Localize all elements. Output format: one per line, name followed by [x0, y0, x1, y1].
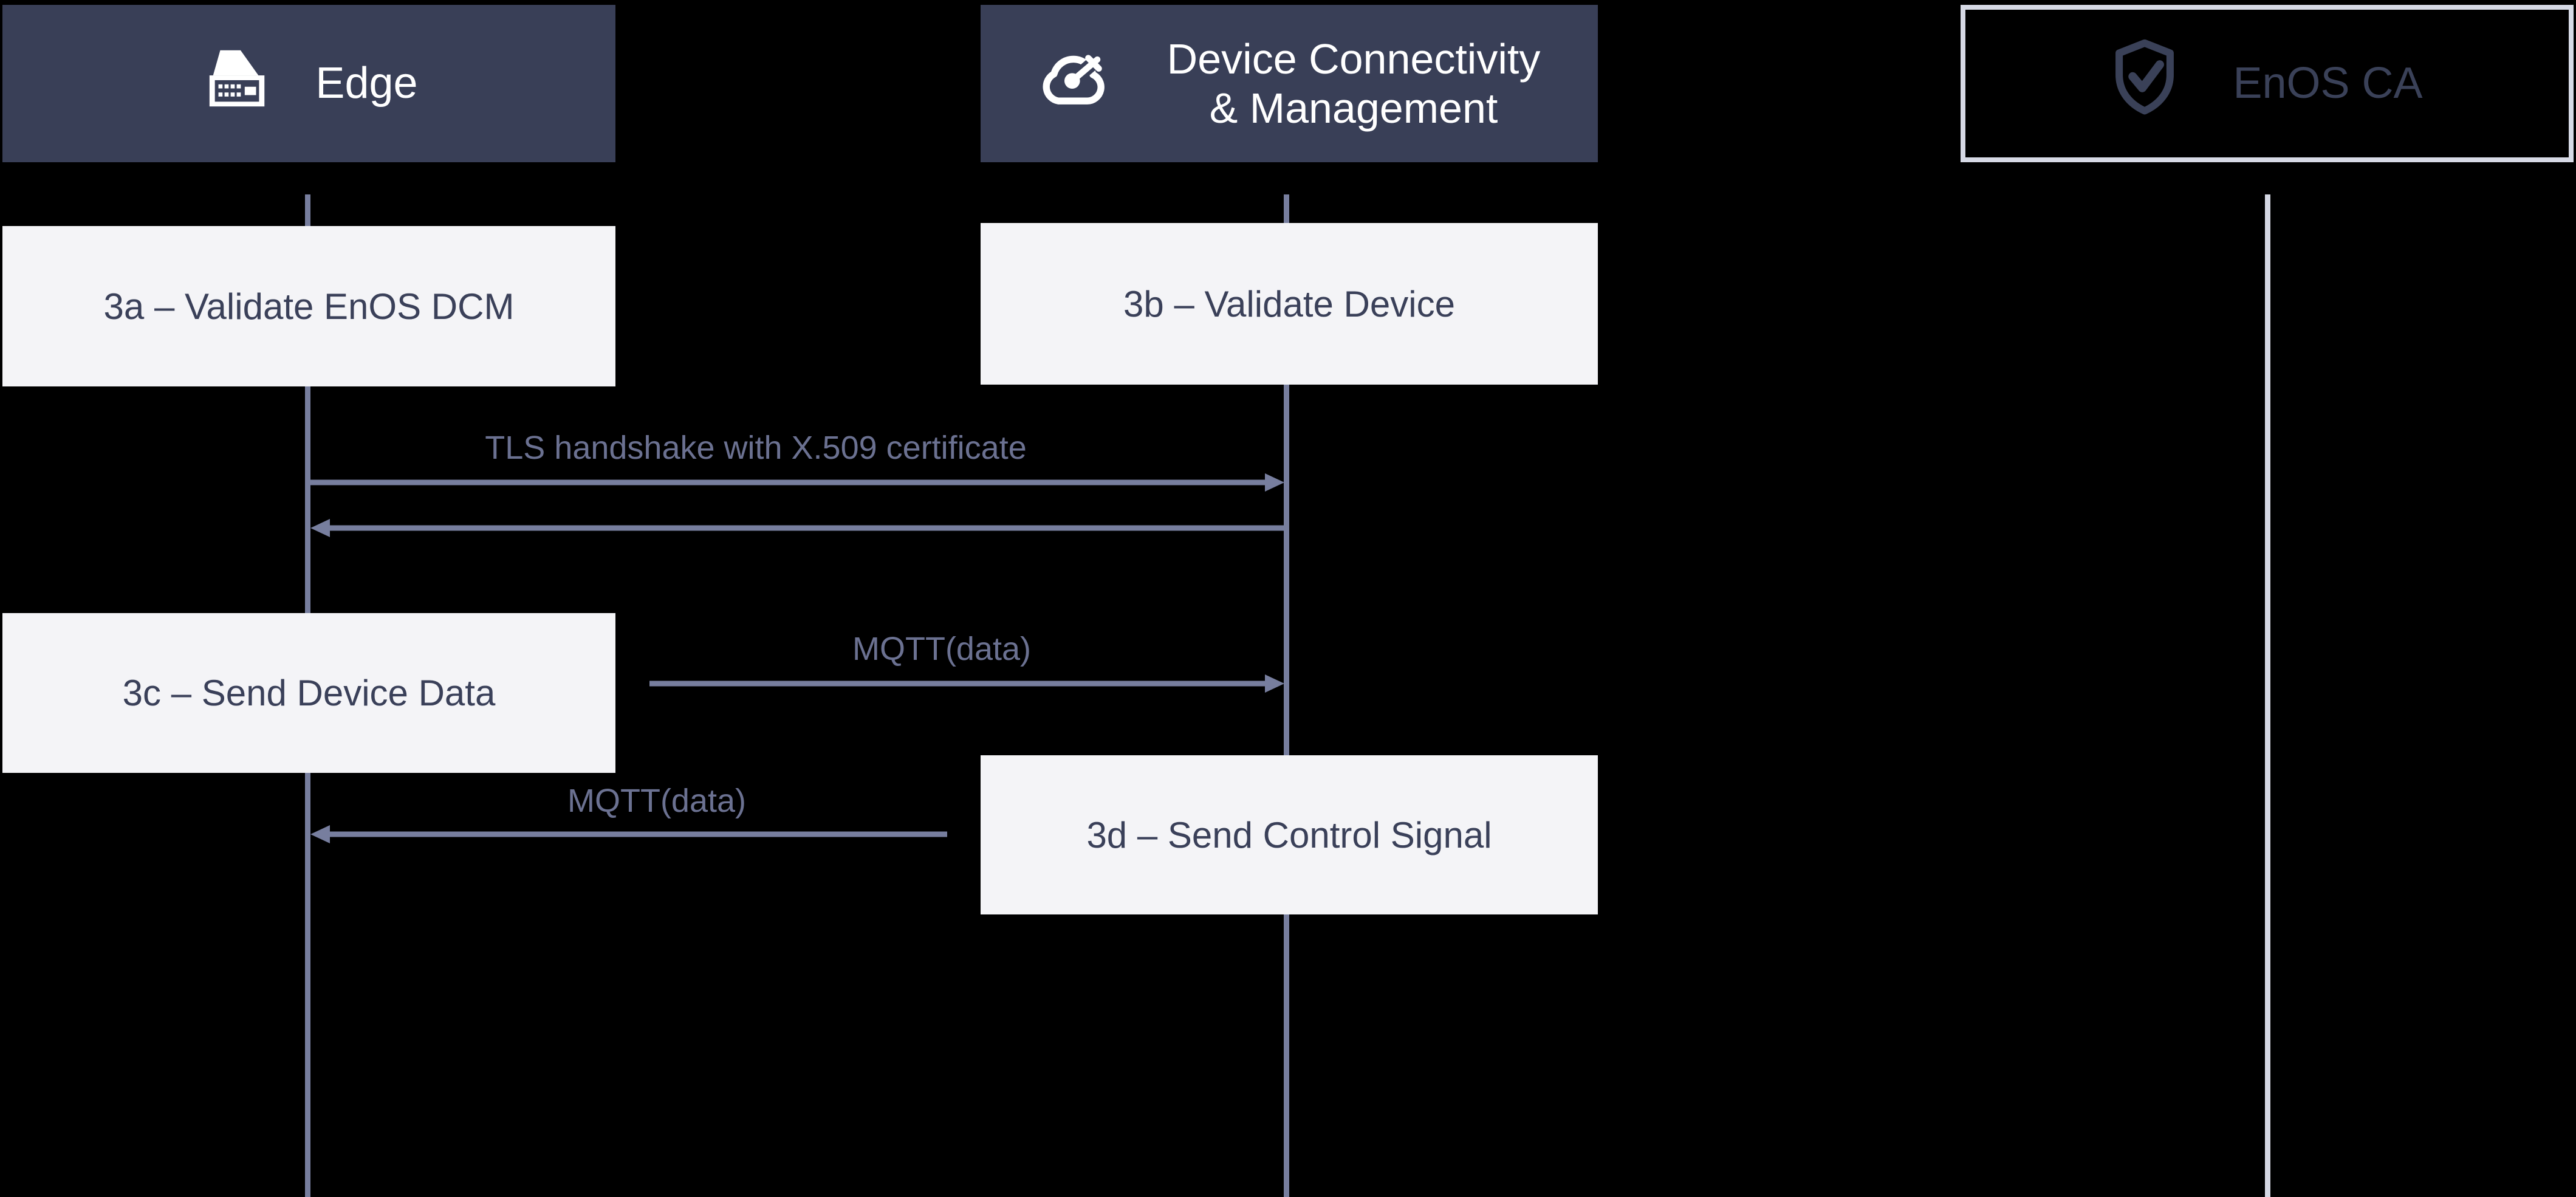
participant-enos-ca: EnOS CA — [1961, 5, 2574, 162]
message-label-tls-handshake: TLS handshake with X.509 certificate — [485, 430, 1027, 466]
activity-3c-label: 3c – Send Device Data — [122, 673, 496, 713]
edge-gateway-icon — [200, 43, 276, 125]
activity-3d-label: 3d – Send Control Signal — [1086, 814, 1492, 856]
lifeline-dcm — [1284, 194, 1289, 1197]
shield-check-icon — [2111, 38, 2178, 129]
message-arrow-tls-handshake — [310, 473, 1284, 492]
activity-3b-validate-device: 3b – Validate Device — [981, 223, 1598, 385]
message-arrow-tls-response — [310, 519, 1286, 537]
participant-edge-label: Edge — [315, 59, 418, 108]
participant-dcm-label-line1: Device Connectivity — [1166, 35, 1541, 83]
participant-dcm: Device Connectivity & Management — [981, 5, 1598, 162]
activity-3c-send-device-data: 3c – Send Device Data — [2, 613, 615, 773]
activity-3b-label: 3b – Validate Device — [1123, 283, 1455, 324]
participant-dcm-label-line2: & Management — [1209, 84, 1498, 132]
message-label-mqtt-data-up: MQTT(data) — [852, 631, 1032, 667]
activity-3d-send-control-signal: 3d – Send Control Signal — [981, 755, 1598, 914]
message-label-mqtt-data-down: MQTT(data) — [567, 783, 747, 819]
message-arrow-mqtt-data-up — [649, 674, 1284, 693]
participant-edge: Edge — [2, 5, 615, 162]
participant-enos-ca-label: EnOS CA — [2233, 59, 2423, 108]
cloud-sync-icon — [1038, 47, 1114, 120]
message-arrow-mqtt-data-down — [310, 825, 947, 843]
activity-3a-label: 3a – Validate EnOS DCM — [103, 286, 515, 327]
participant-dcm-label: Device Connectivity & Management — [1167, 35, 1541, 132]
lifeline-enos-ca — [2265, 194, 2270, 1197]
activity-3a-validate-enos-dcm: 3a – Validate EnOS DCM — [2, 226, 615, 386]
